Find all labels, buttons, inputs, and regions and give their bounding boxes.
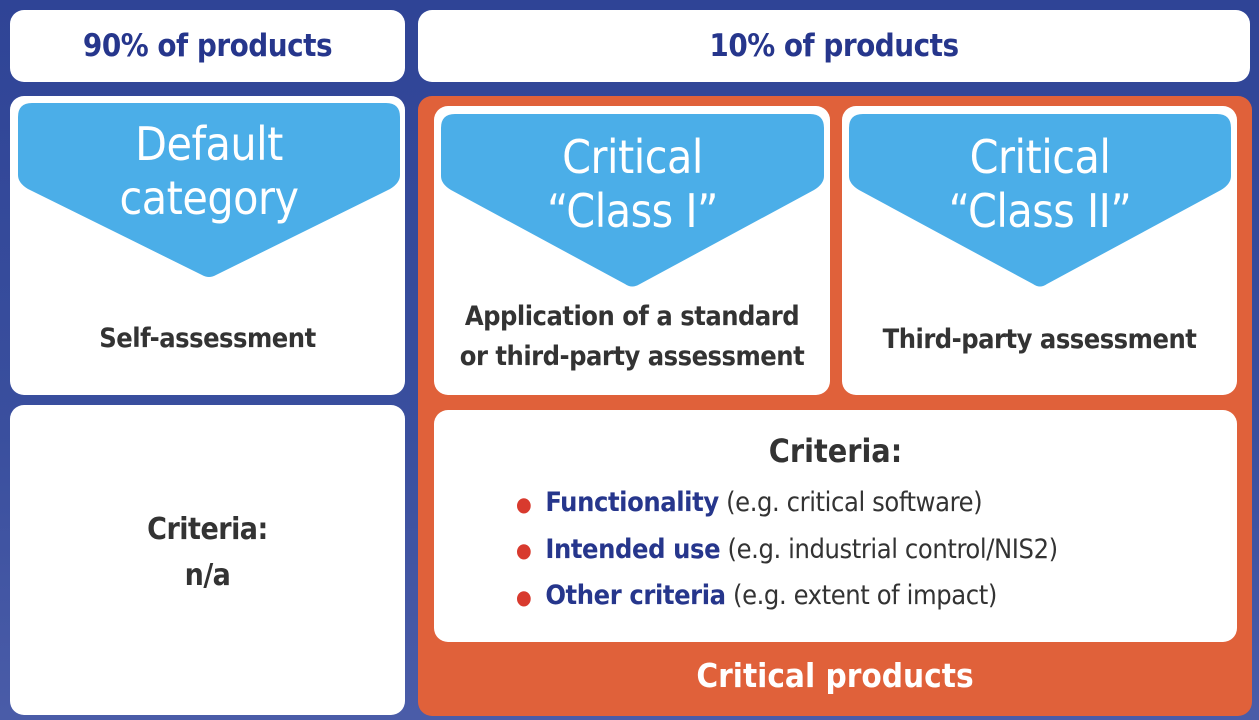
header-right-text: 10% of products: [709, 28, 959, 64]
criteria-item: ● Functionality (e.g. critical software): [516, 480, 1237, 527]
bullet-icon: ●: [516, 538, 532, 562]
default-assessment: Self-assessment: [99, 323, 316, 354]
class1-title-1: Critical: [562, 130, 703, 184]
criteria-title: Criteria:: [768, 432, 903, 470]
class2-assessment: Third-party assessment: [882, 324, 1197, 355]
header-10-percent: 10% of products: [418, 10, 1250, 82]
criteria-item: ● Other criteria (e.g. extent of impact): [516, 573, 1237, 620]
header-90-percent: 90% of products: [10, 10, 405, 82]
class2-title-1: Critical: [969, 130, 1111, 184]
class1-title-2: “Class I”: [547, 184, 718, 238]
class2-chevron: Critical“Class II”: [849, 114, 1231, 289]
criteria-term: Other criteria: [545, 580, 726, 611]
default-criteria-card: Criteria: n/a: [10, 405, 405, 715]
class1-assessment-2: or third-party assessment: [459, 341, 805, 372]
bullet-icon: ●: [516, 584, 532, 609]
class1-chevron: Critical“Class I”: [441, 114, 824, 289]
critical-products-label: Critical products: [696, 656, 974, 695]
default-criteria-label: Criteria:: [147, 512, 268, 547]
criteria-term: Intended use: [545, 533, 721, 565]
criteria-term: Functionality: [545, 487, 719, 518]
class1-assessment-1: Application of a standard: [464, 301, 800, 332]
criteria-example: (e.g. extent of impact): [732, 580, 997, 611]
header-left-text: 90% of products: [82, 28, 333, 64]
chevron-shape-icon: [849, 114, 1231, 287]
criteria-card: Criteria: ● Functionality (e.g. critical …: [434, 410, 1237, 642]
criteria-example: (e.g. critical software): [726, 487, 983, 518]
class2-card: Critical“Class II” Third-party assessmen…: [842, 106, 1237, 395]
class1-card: Critical“Class I” Application of a stand…: [434, 106, 830, 395]
criteria-example: (e.g. industrial control/NIS2): [727, 533, 1059, 565]
criteria-list: ●Functionality (e.g. critical software) …: [516, 480, 1237, 620]
criteria-item: ● Intended use (e.g. industrial control/N…: [516, 527, 1237, 574]
chevron-shape-icon: [18, 103, 400, 277]
default-title-2: category: [119, 171, 299, 225]
default-title-1: Default: [135, 117, 283, 171]
default-criteria-value: n/a: [184, 558, 231, 593]
chevron-shape-icon: [441, 114, 824, 287]
bullet-icon: ●: [516, 491, 532, 516]
class2-title-2: “Class II”: [948, 184, 1132, 238]
